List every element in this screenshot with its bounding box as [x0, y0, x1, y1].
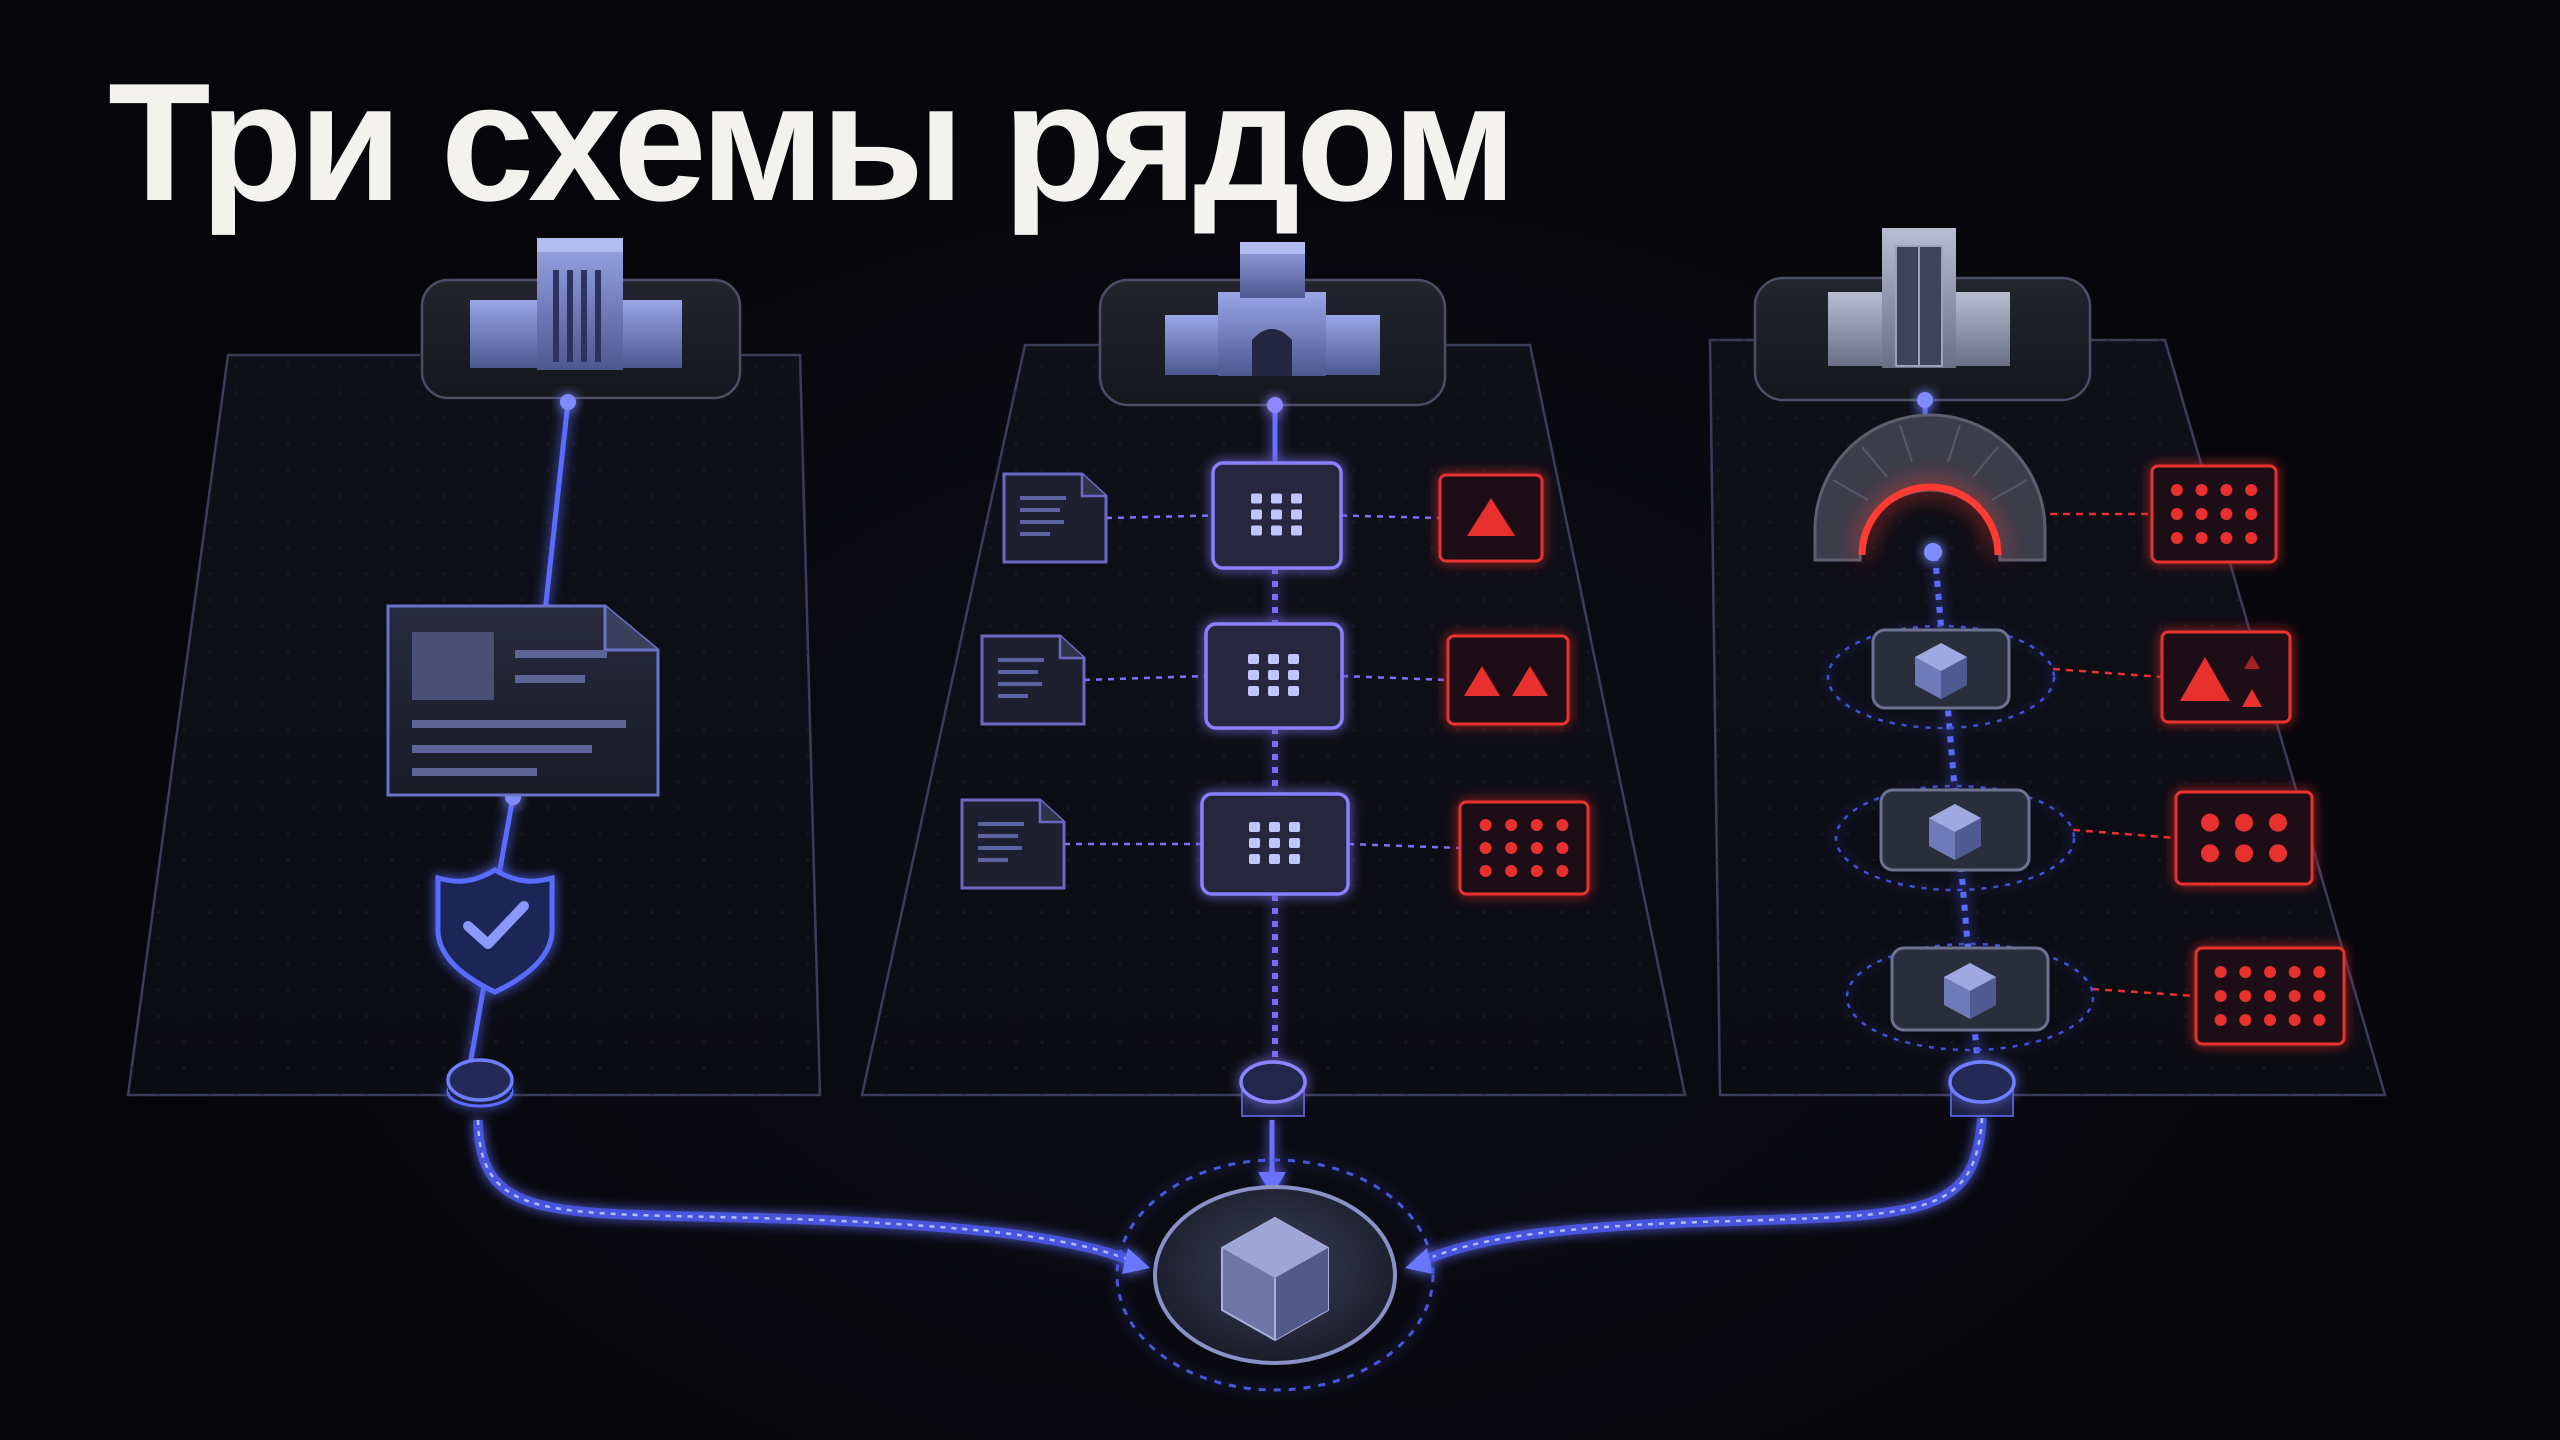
center-flow-line: [1258, 405, 1286, 1196]
connector-node-icon: [446, 1058, 514, 1108]
cube-node-icon: [1834, 784, 2076, 892]
left-to-hub-curve: [473, 1119, 1150, 1274]
alert-link-line: [2091, 987, 2197, 998]
cube-node-icon: [1845, 942, 2095, 1052]
data-link-line: [1341, 674, 1449, 682]
right-row: [1826, 624, 2292, 730]
hub-cube-icon: [1115, 1158, 1435, 1392]
office-building-icon: [420, 238, 742, 400]
page-title: Три схемы рядом: [108, 48, 1517, 236]
document-icon: [1002, 472, 1108, 564]
alert-dots-icon: [2194, 946, 2346, 1046]
alert-dots-icon: [2174, 790, 2314, 886]
connector-node-icon: [1239, 1060, 1307, 1117]
alert-two-triangles-icon: [1446, 634, 1570, 726]
center-row: [980, 622, 1570, 730]
link-dot: [1917, 392, 1933, 408]
grid-module-icon: [1204, 622, 1344, 730]
right-row: [1845, 942, 2346, 1052]
left-flow-line: [467, 401, 571, 1066]
center-rows: [960, 461, 1590, 896]
alert-link-line: [2052, 667, 2163, 679]
document-icon: [980, 634, 1086, 726]
right-to-hub-curve: [1405, 1117, 1987, 1274]
document-icon: [386, 604, 660, 797]
connector-node-icon: [1948, 1060, 2016, 1117]
link-dot: [1924, 543, 1942, 561]
center-row: [1002, 461, 1544, 570]
alert-triangles-icon: [2160, 630, 2292, 724]
data-link-line: [1340, 514, 1441, 520]
link-dot: [1267, 397, 1283, 413]
right-row: [1834, 784, 2314, 892]
arch-gate-icon: [1813, 413, 2047, 562]
cube-node-icon: [1826, 624, 2056, 730]
right-row: [2050, 464, 2278, 564]
gateway-building-icon: [1098, 242, 1447, 407]
alert-link-line: [2072, 828, 2177, 840]
tower-building-icon: [1753, 228, 2092, 402]
center-row: [960, 792, 1590, 896]
alert-one-triangle-icon: [1438, 473, 1544, 563]
document-icon: [960, 798, 1066, 890]
right-rows: [1826, 464, 2346, 1052]
data-link-line: [1105, 514, 1214, 520]
link-dot: [560, 394, 576, 410]
alert-dots-icon: [1458, 800, 1590, 896]
grid-module-icon: [1200, 792, 1350, 896]
data-link-line: [1083, 674, 1207, 682]
grid-module-icon: [1211, 461, 1343, 570]
shield-check-icon: [435, 867, 555, 995]
alert-dots-icon: [2150, 464, 2278, 564]
